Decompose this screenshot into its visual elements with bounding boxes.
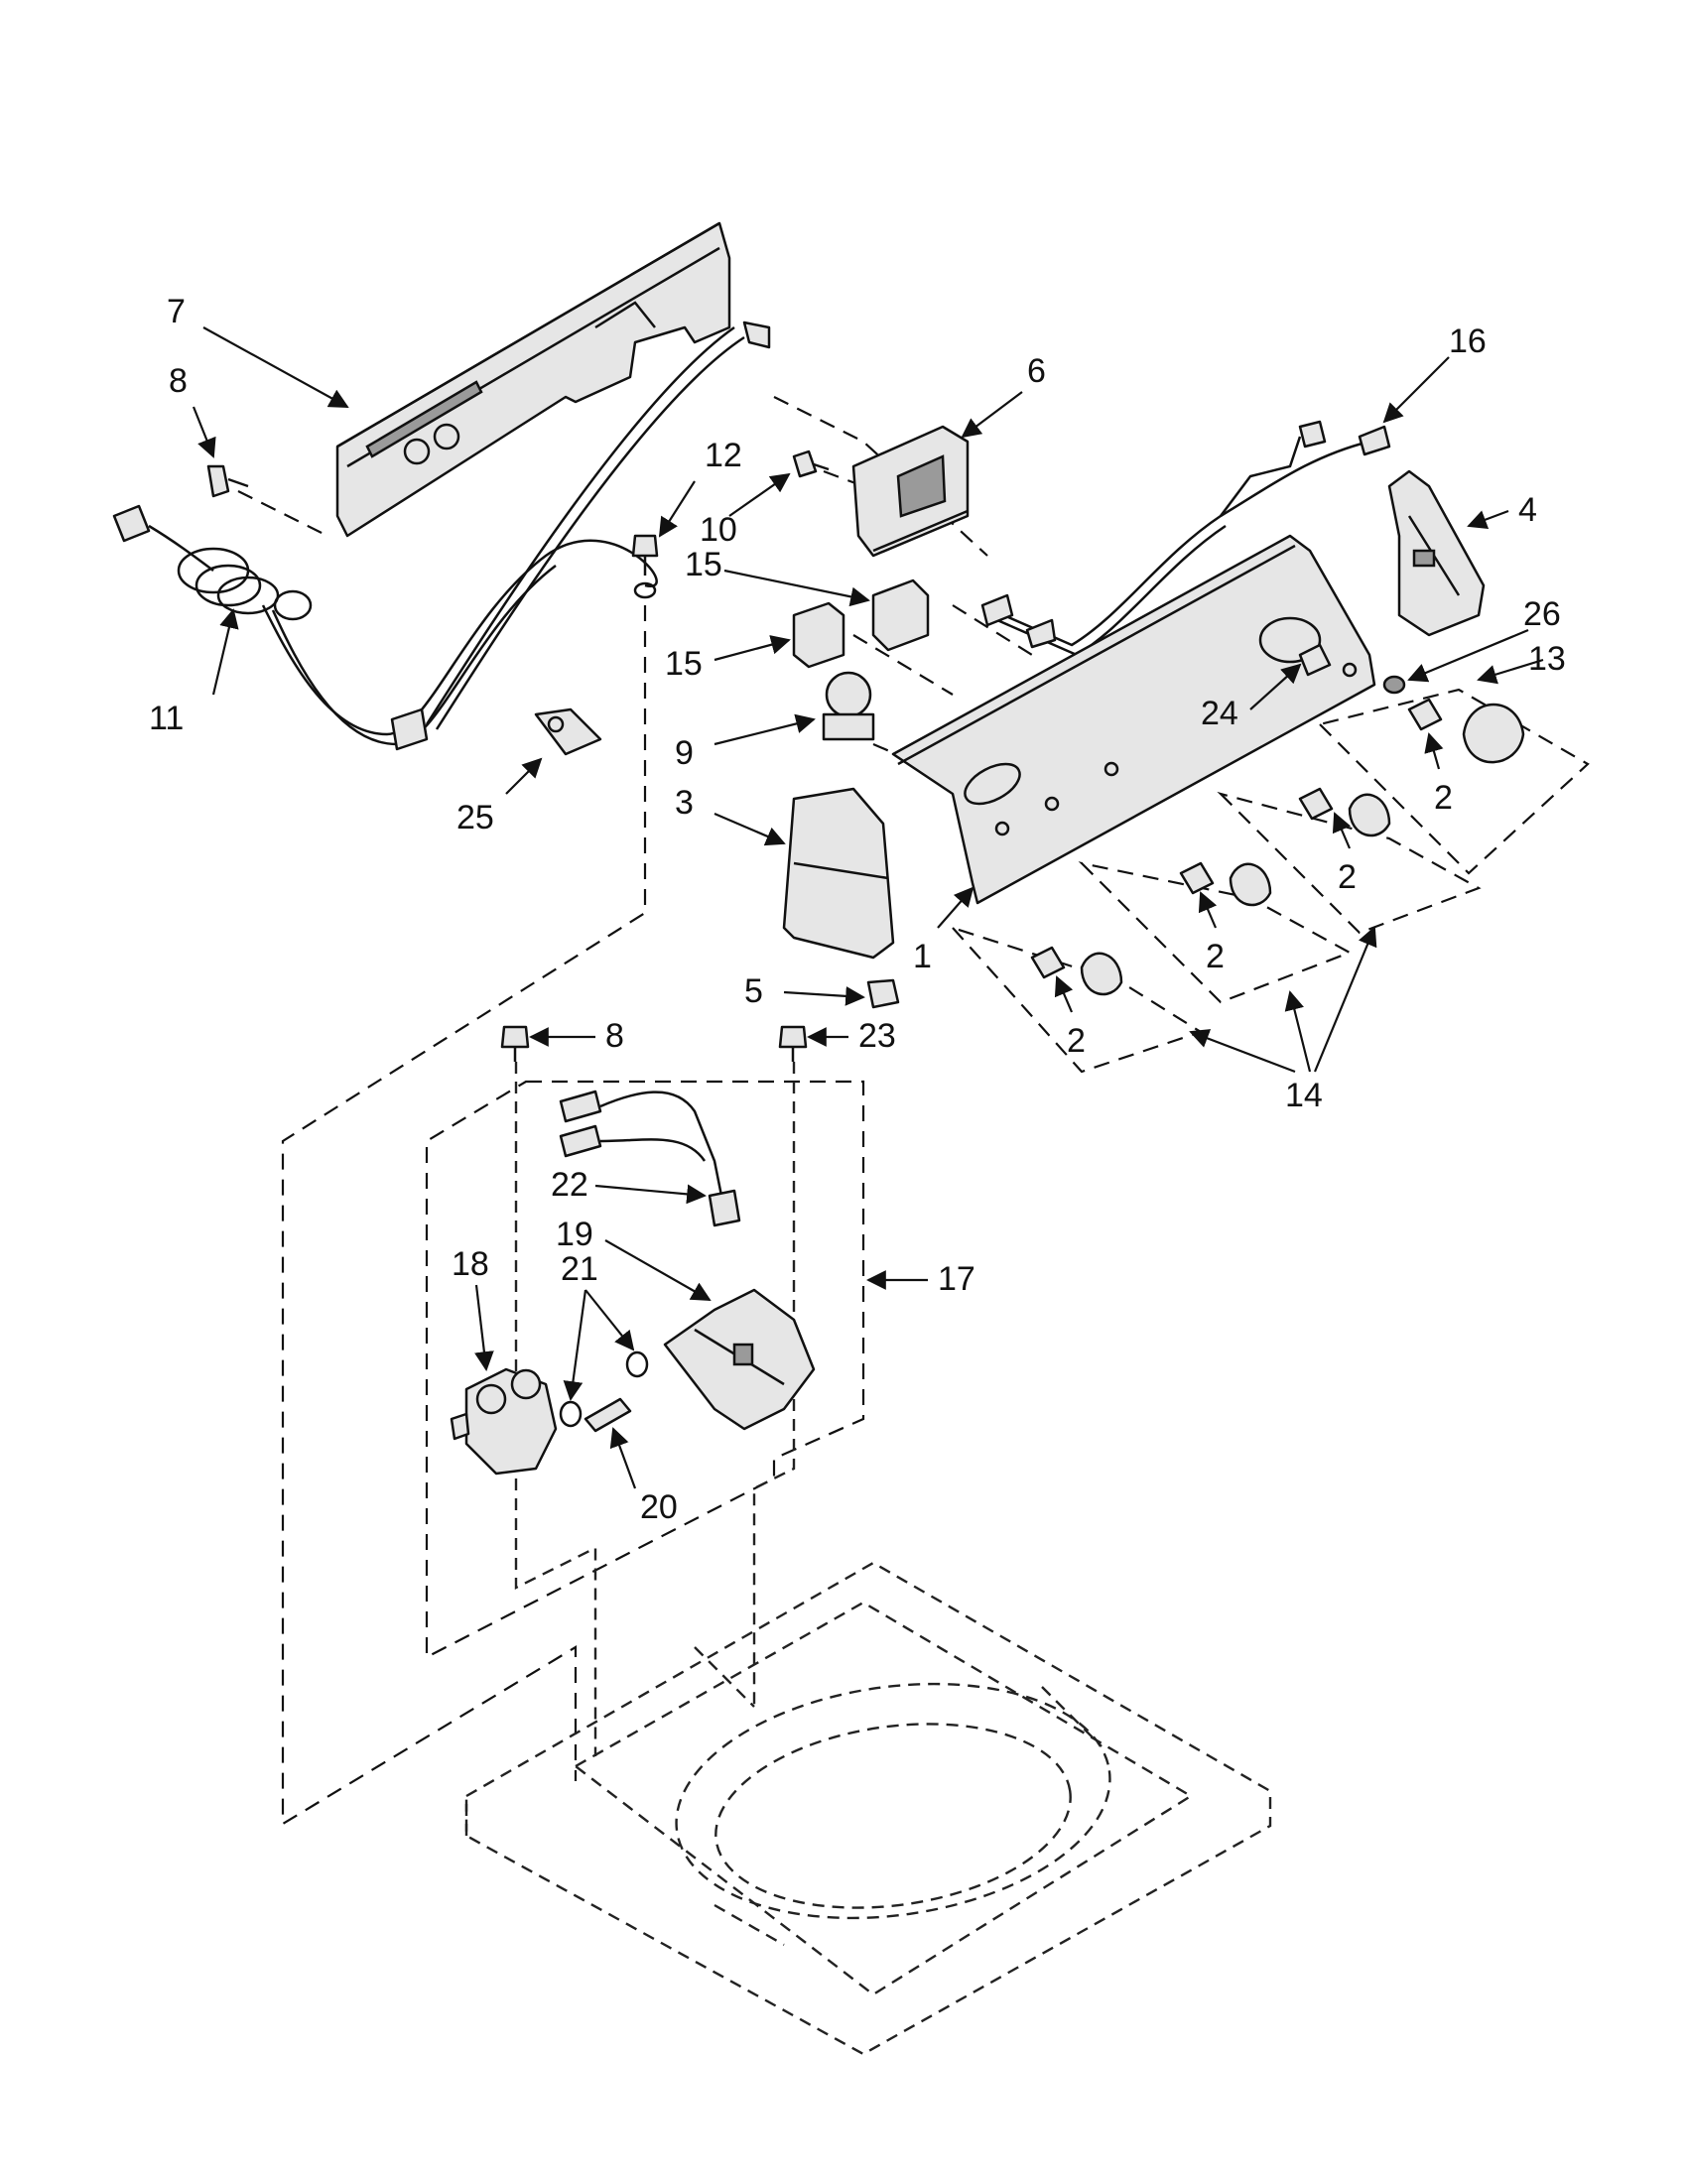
callout-15-lower: 15 — [665, 645, 703, 683]
callout-2-left: 2 — [1067, 1022, 1086, 1060]
part-screw-23 — [778, 1025, 808, 1062]
callout-8-lower: 8 — [605, 1017, 624, 1055]
callout-5: 5 — [744, 972, 763, 1010]
callout-2-far-right: 2 — [1434, 779, 1453, 817]
part-clip — [534, 707, 602, 756]
callout-21: 21 — [561, 1250, 598, 1288]
part-clip-5 — [866, 978, 900, 1009]
callout-23: 23 — [858, 1017, 896, 1055]
part-water-valve — [450, 1367, 558, 1476]
part-switch-lower — [792, 601, 845, 669]
callout-26: 26 — [1523, 595, 1561, 633]
part-screw-10 — [792, 450, 830, 478]
callout-25: 25 — [456, 799, 494, 836]
part-washer-26 — [1382, 675, 1406, 695]
callout-20: 20 — [640, 1488, 678, 1526]
callout-7: 7 — [167, 293, 186, 330]
callout-14: 14 — [1285, 1077, 1323, 1114]
part-selector-shaft — [1298, 643, 1332, 677]
part-knob-2 — [1179, 861, 1272, 907]
callout-2-middle: 2 — [1206, 938, 1225, 975]
part-timer — [822, 671, 875, 741]
part-knob-1 — [1030, 946, 1123, 996]
part-console — [891, 534, 1376, 905]
part-end-cap-bracket — [1387, 469, 1486, 637]
part-screw-8 — [206, 464, 249, 498]
callout-9: 9 — [675, 734, 694, 772]
callout-2-right: 2 — [1338, 858, 1357, 896]
callout-19: 19 — [556, 1216, 593, 1253]
callout-18: 18 — [452, 1245, 489, 1283]
callout-12: 12 — [705, 437, 742, 474]
washer-top-outline — [464, 1561, 1272, 2056]
part-switch-upper — [871, 578, 930, 652]
callout-leaders — [192, 326, 1544, 1489]
part-dispenser — [663, 1288, 816, 1431]
callout-24: 24 — [1201, 695, 1238, 732]
callout-8: 8 — [169, 362, 188, 400]
callout-10: 10 — [700, 511, 737, 549]
part-hose-clamps — [559, 1350, 649, 1428]
part-knob-4 — [1407, 698, 1525, 764]
callout-15-upper: 15 — [685, 546, 722, 583]
part-ground-screw — [631, 534, 659, 599]
part-end-cap — [782, 787, 895, 960]
callout-22: 22 — [551, 1166, 588, 1204]
part-knob-3 — [1298, 787, 1391, 837]
callout-13: 13 — [1528, 640, 1566, 678]
part-valve-harness — [559, 1090, 741, 1227]
part-wire-harness — [980, 420, 1391, 657]
part-inlet-hose — [584, 1397, 632, 1433]
callout-4: 4 — [1518, 491, 1537, 529]
part-screw-8b — [500, 1025, 530, 1062]
part-control-board — [851, 425, 970, 558]
callout-17: 17 — [938, 1260, 975, 1298]
callout-11: 11 — [149, 700, 184, 737]
callout-labels: 7 8 11 12 10 6 16 4 15 15 26 13 24 9 3 2… — [149, 293, 1566, 1526]
callout-3: 3 — [675, 784, 694, 822]
callout-16: 16 — [1449, 322, 1487, 360]
callout-1: 1 — [913, 938, 932, 975]
callout-6: 6 — [1027, 352, 1046, 390]
part-rear-panel — [335, 221, 731, 538]
